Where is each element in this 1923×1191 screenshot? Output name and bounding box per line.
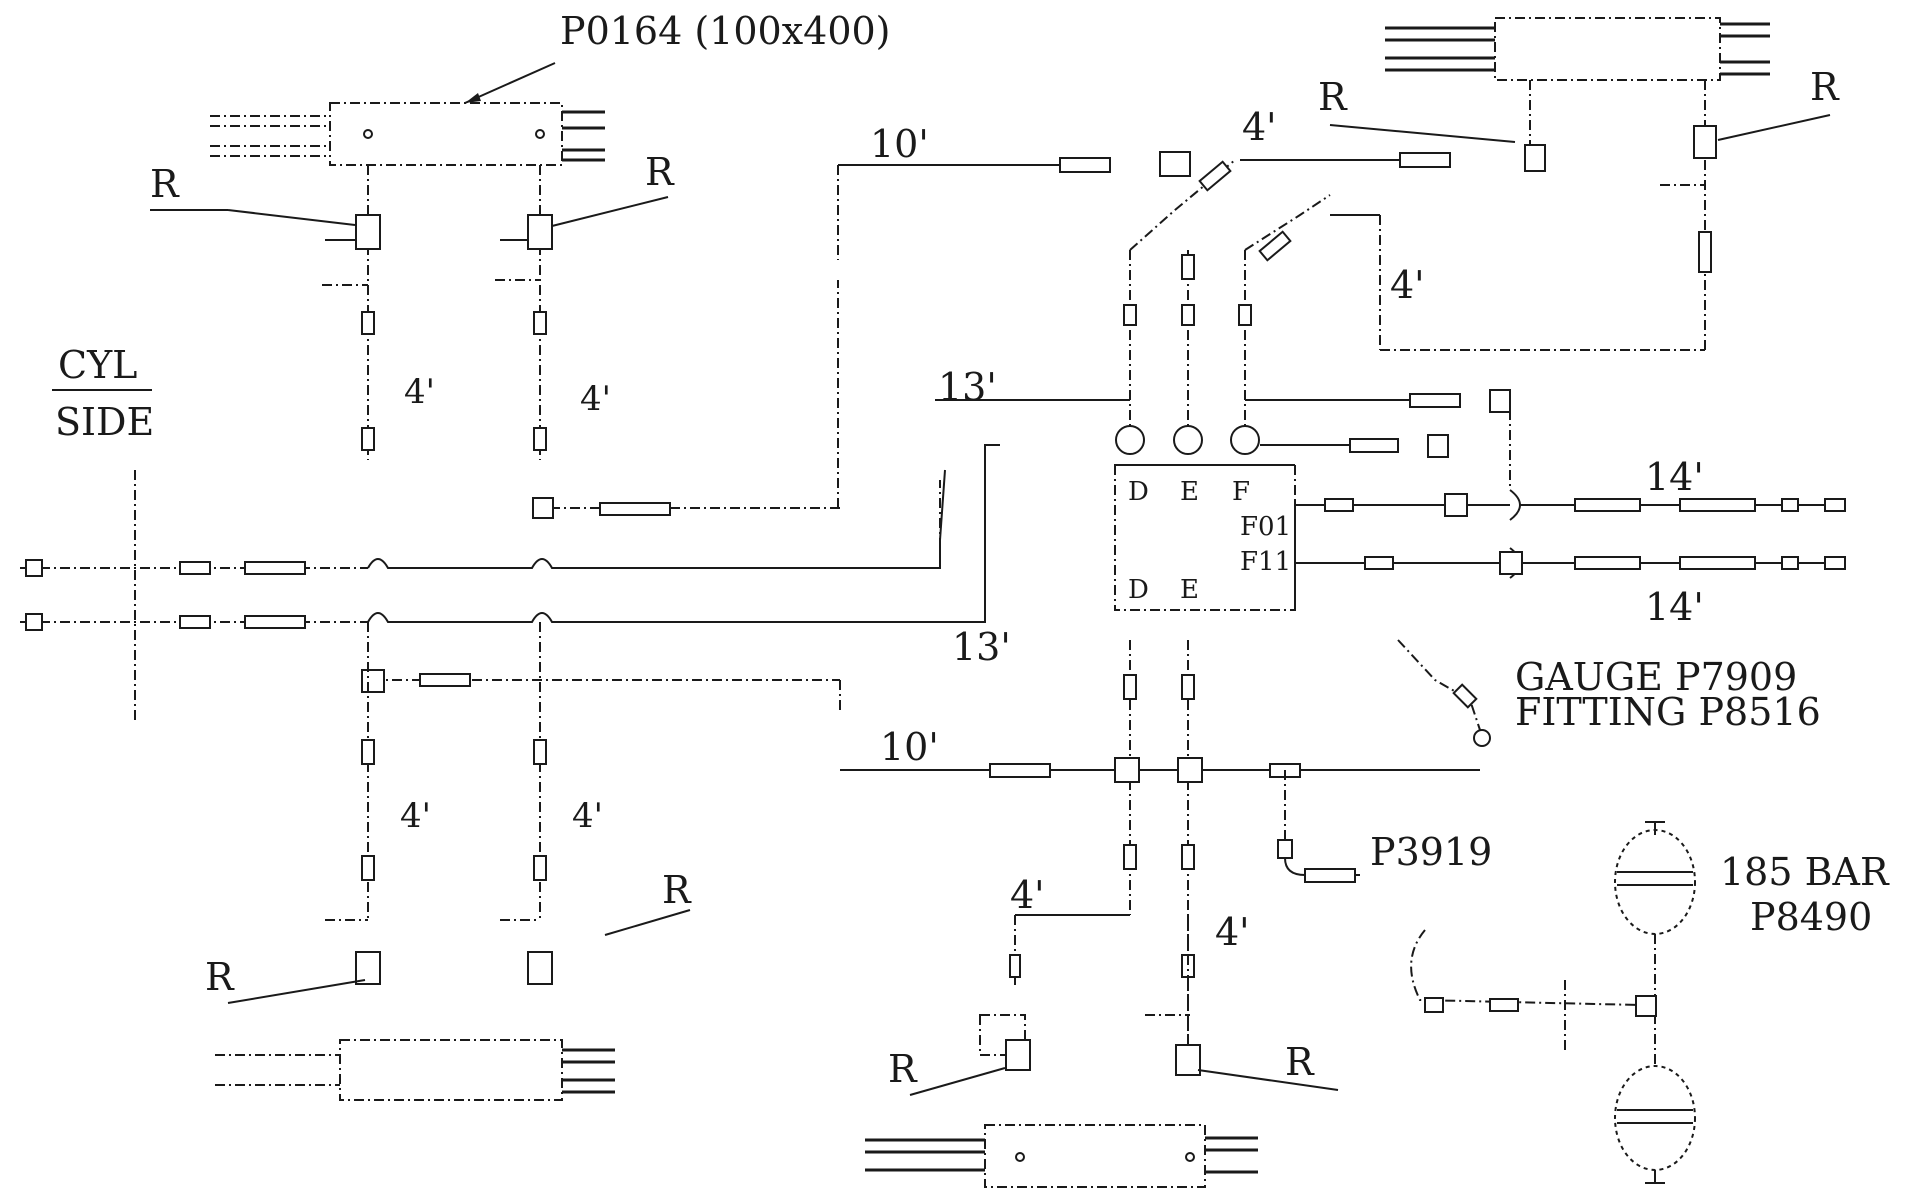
leader-line (547, 196, 669, 228)
part-label-p8490: P8490 (1750, 895, 1872, 939)
side-label: SIDE (55, 400, 154, 444)
hose-vertical-lower-left (215, 622, 615, 1101)
r-label: R (1318, 75, 1348, 119)
cylinder-top-left (210, 62, 605, 166)
accumulator-piping (1410, 929, 1657, 1066)
hose-length-label: 4' (1390, 263, 1425, 307)
lower-center-lines (840, 640, 1480, 1188)
leader-line (1717, 114, 1831, 141)
hose-length-label: 14' (1645, 585, 1704, 629)
hose-vertical-left (322, 165, 553, 460)
leader-line (1329, 124, 1516, 143)
port-label-f11: F11 (1240, 547, 1291, 577)
r-label: R (662, 868, 692, 912)
port-label-e: E (1180, 575, 1199, 605)
hose-length-label: 4' (572, 796, 603, 836)
port-label-e: E (1180, 477, 1199, 507)
hose-length-label: 14' (1645, 455, 1704, 499)
hose-length-label: 13' (938, 365, 997, 409)
cylinder-top-right (1379, 17, 1770, 351)
part-label-p3919: P3919 (1370, 830, 1492, 874)
fitting-label: FITTING P8516 (1515, 690, 1821, 734)
hose-length-label: 10' (880, 725, 939, 769)
accumulator-bottom (1614, 1065, 1696, 1184)
hose-length-label: 10' (870, 122, 929, 166)
r-label: R (1285, 1040, 1315, 1084)
part-label-p0164: P0164 (100x400) (560, 9, 891, 53)
hose-length-label: 4' (1215, 910, 1250, 954)
leader-line (227, 209, 356, 226)
r-label: R (1810, 65, 1840, 109)
hose-length-label: 4' (404, 372, 435, 412)
port-label-d: D (1128, 477, 1149, 507)
gauge-label: GAUGE P7909 (1515, 655, 1797, 699)
hose-length-label: 13' (952, 625, 1011, 669)
accumulator-top (1614, 821, 1696, 935)
r-label: R (150, 162, 180, 206)
manifold-block (1114, 425, 1296, 611)
hose-length-label: 4' (1242, 105, 1277, 149)
cyl-label: CYL (58, 343, 137, 387)
r-label: R (645, 150, 675, 194)
leader-line (227, 979, 366, 1004)
r-label: R (888, 1047, 918, 1091)
port-label-f01: F01 (1240, 512, 1291, 542)
f-branch-lines (1295, 410, 1846, 579)
manifold-inputs (935, 144, 1546, 458)
pressure-label: 185 BAR (1720, 850, 1890, 894)
port-label-f: F (1232, 477, 1250, 507)
main-line-left (20, 151, 1191, 720)
r-label: R (205, 955, 235, 999)
hose-length-label: 4' (400, 796, 431, 836)
port-label-d: D (1128, 575, 1149, 605)
leader-line (604, 909, 691, 936)
gauge-fitting (1397, 639, 1491, 747)
hose-length-label: 4' (1010, 873, 1045, 917)
leader-line (909, 1067, 1006, 1096)
leader-line (1197, 1069, 1339, 1091)
hose-length-label: 4' (580, 379, 611, 419)
